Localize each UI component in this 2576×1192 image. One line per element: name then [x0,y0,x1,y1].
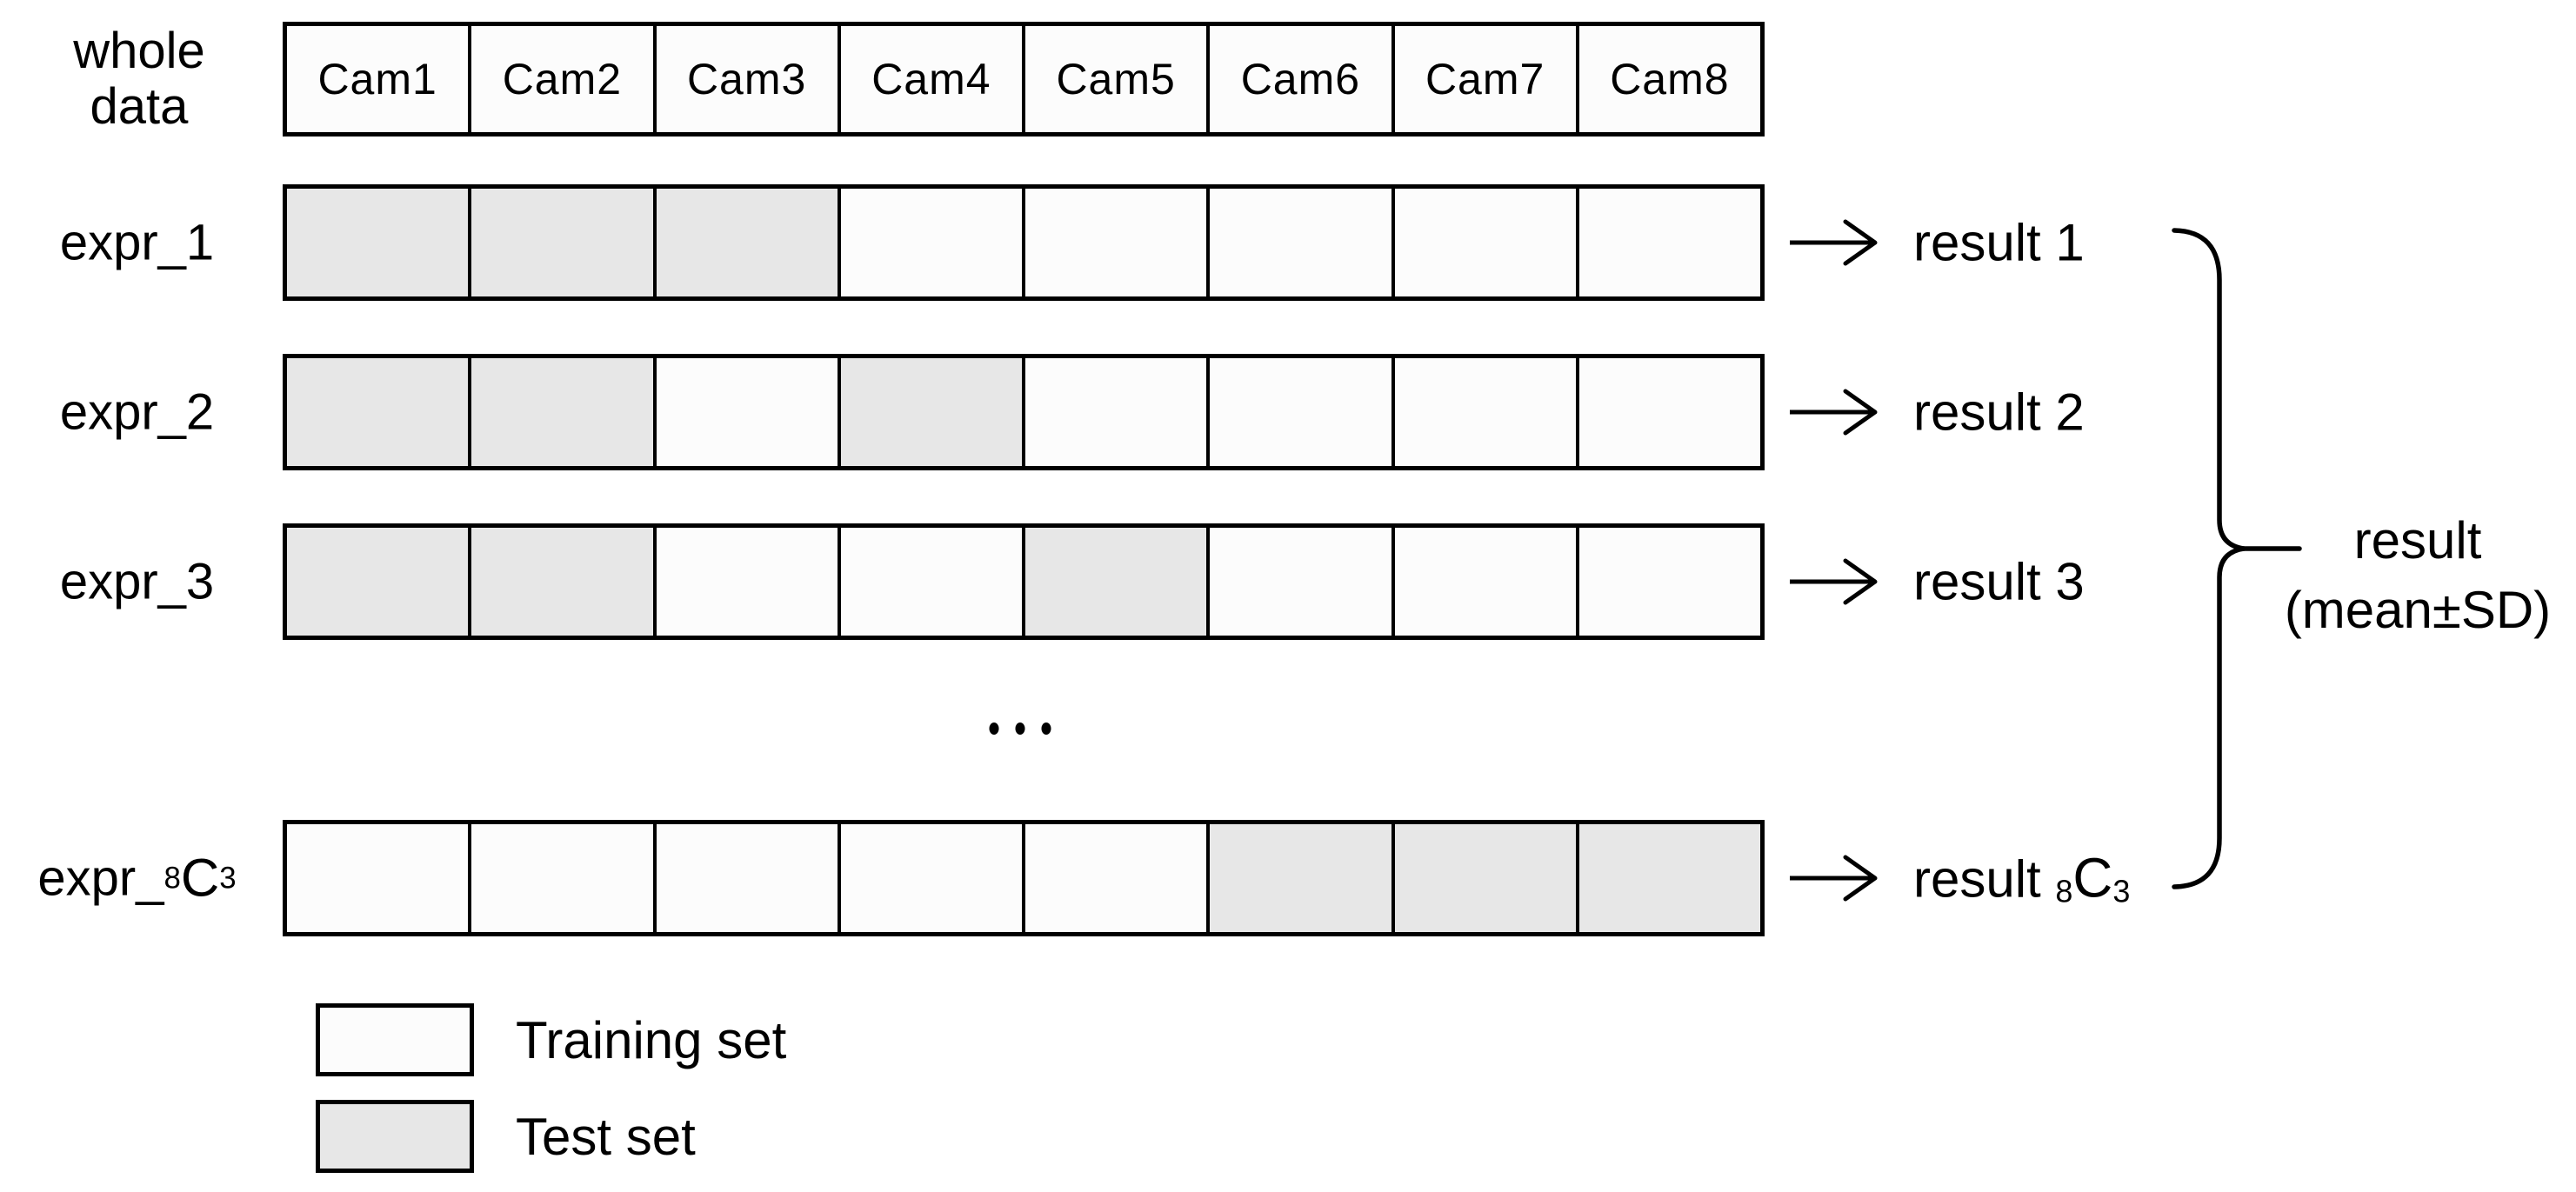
experiment-row [283,354,1765,470]
summary-line2: (mean±SD) [2284,581,2552,639]
data-cell-training [840,189,1025,296]
legend-item: Training set [316,1003,786,1076]
label-part: expr_ [37,849,164,907]
data-cell-training [1210,358,1395,466]
result-label: result 2 [1913,383,2085,443]
experiment-label: expr_2 [0,383,274,442]
data-cell-test [1578,824,1760,932]
ellipsis-dots [989,723,1051,735]
data-cell-test [1210,824,1395,932]
legend-label: Training set [516,1010,787,1069]
data-cell-training [656,358,841,466]
data-cell-training [1578,358,1760,466]
data-cell-training [1210,189,1395,296]
data-cell-training [1025,824,1211,932]
ellipsis-dot [1041,723,1051,735]
label-part: 8 [164,861,181,895]
label-part: 3 [2112,873,2131,909]
data-cell-test [471,528,657,636]
data-cell-test [840,358,1025,466]
experiment-row [283,184,1765,301]
label-part: result 1 [1913,213,2085,272]
data-cell-test [287,189,472,296]
label-part: C [180,848,220,909]
data-cell-test [471,358,657,466]
result-arrow [1790,855,1878,902]
camera-header-cell: Cam7 [1394,26,1579,132]
camera-header-cell: Cam4 [840,26,1025,132]
experiment-label: expr_1 [0,214,274,272]
experiment-label: expr_3 [0,553,274,611]
result-label: result 8C3 [1913,846,2130,909]
legend-swatch-training [316,1003,474,1076]
data-cell-training [656,824,841,932]
label-part: 3 [219,861,237,895]
camera-header-cell: Cam3 [656,26,841,132]
label-part: result 2 [1913,383,2085,442]
data-cell-training [1394,189,1579,296]
whole-data-label: whole data [17,22,261,137]
summary-line1: result [2353,511,2482,569]
label-part: result [1913,849,2056,909]
legend-label: Test set [516,1107,696,1166]
data-cell-training [656,528,841,636]
label-part: expr_2 [59,383,215,441]
label-part: 8 [2055,873,2073,909]
whole-data-line1: whole [73,23,205,79]
result-arrow [1790,389,1878,436]
data-cell-test [1025,528,1211,636]
data-cell-training [1394,528,1579,636]
camera-header-cell: Cam5 [1025,26,1211,132]
result-label: result 1 [1913,213,2085,273]
data-cell-training [1578,189,1760,296]
label-part: expr_3 [59,553,215,610]
experiment-row [283,820,1765,936]
data-cell-training [1394,358,1579,466]
data-cell-training [1025,189,1211,296]
data-cell-test [1394,824,1579,932]
data-cell-training [1210,528,1395,636]
summary-brace [2172,228,2246,889]
result-arrow [1790,219,1878,266]
ellipsis-dot [989,723,999,735]
result-arrow [1790,558,1878,605]
data-cell-test [656,189,841,296]
camera-header-cell: Cam8 [1578,26,1760,132]
data-cell-training [287,824,472,932]
legend-swatch-test [316,1100,474,1173]
data-cell-test [287,528,472,636]
camera-header-cell: Cam6 [1210,26,1395,132]
camera-header-cell: Cam1 [287,26,472,132]
data-cell-training [1578,528,1760,636]
data-cell-test [287,358,472,466]
camera-header-cell: Cam2 [471,26,657,132]
data-cell-training [840,528,1025,636]
summary-result-label: result (mean±SD) [2259,506,2576,645]
data-cell-training [1025,358,1211,466]
legend-item: Test set [316,1100,696,1173]
label-part: expr_1 [59,214,215,271]
label-part: C [2072,847,2113,909]
data-cell-test [471,189,657,296]
ellipsis-dot [1015,723,1025,735]
experiment-row [283,523,1765,640]
result-label: result 3 [1913,552,2085,612]
whole-data-line2: data [90,78,189,135]
data-cell-training [840,824,1025,932]
label-part: result 3 [1913,552,2085,611]
data-cell-training [471,824,657,932]
